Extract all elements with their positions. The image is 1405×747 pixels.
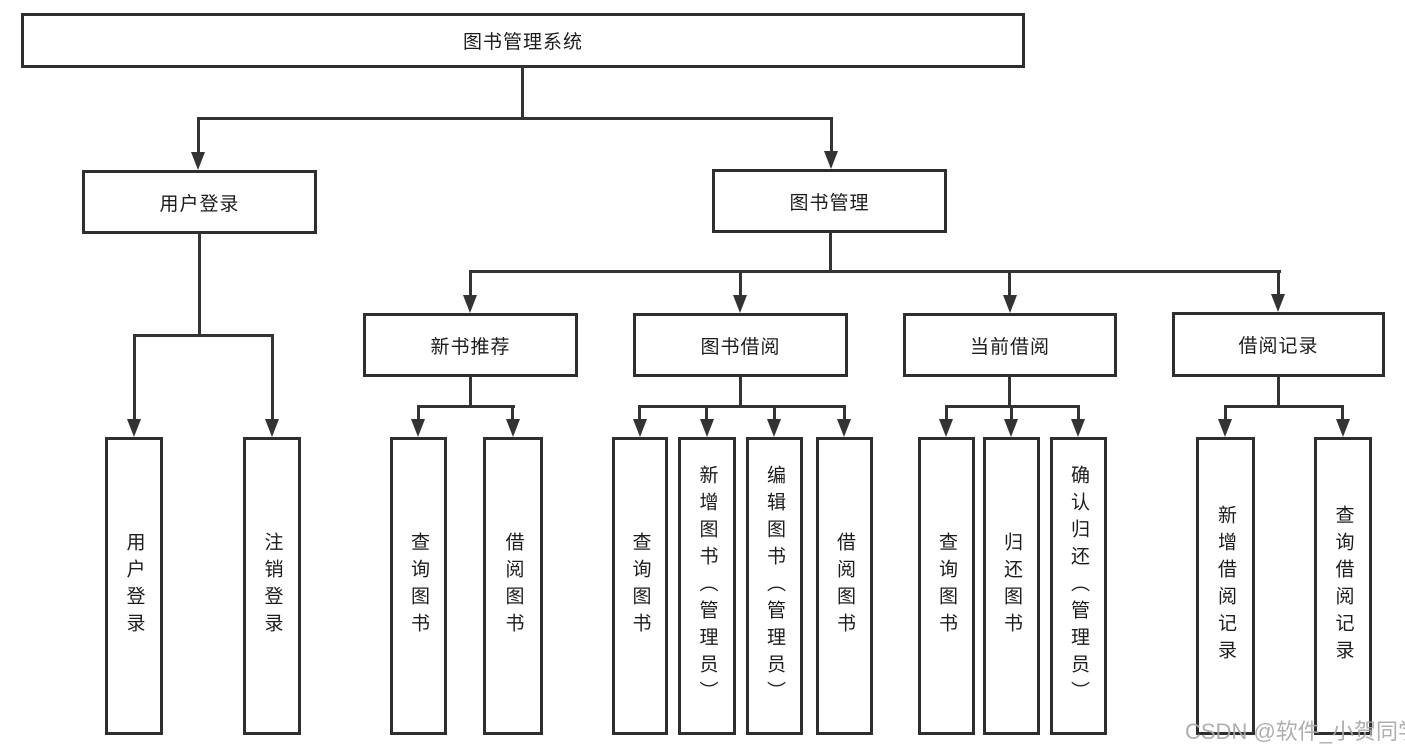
connector-line xyxy=(1008,270,1011,297)
arrow-down-icon xyxy=(191,152,205,170)
connector-line xyxy=(197,117,200,154)
connector-line xyxy=(739,376,742,408)
leaf-borrow-books-recommend-label: 借阅图书 xyxy=(502,532,524,640)
leaf-query-books-current-label: 查询图书 xyxy=(936,532,957,640)
connector-line xyxy=(1277,375,1280,408)
connector-line xyxy=(1008,375,1011,408)
connector-line xyxy=(638,405,846,408)
node-book-borrow: 图书借阅 xyxy=(633,313,848,377)
arrow-down-icon xyxy=(733,295,747,313)
arrow-down-icon xyxy=(1336,419,1350,437)
leaf-add-borrow-record-label: 新增借阅记录 xyxy=(1215,505,1236,667)
connector-line xyxy=(1277,270,1280,297)
connector-line xyxy=(1224,405,1227,421)
connector-line xyxy=(133,334,136,420)
leaf-logout-label: 注销登录 xyxy=(261,532,283,640)
leaf-query-books-current: 查询图书 xyxy=(918,437,975,735)
connector-line xyxy=(417,405,420,421)
arrow-down-icon xyxy=(837,419,851,437)
node-root-label: 图书管理系统 xyxy=(462,32,583,53)
connector-line xyxy=(830,117,833,154)
leaf-query-books-borrow-label: 查询图书 xyxy=(629,532,651,640)
arrow-down-icon xyxy=(411,419,425,437)
leaf-add-borrow-record: 新增借阅记录 xyxy=(1196,437,1255,735)
node-user-login-label: 用户登录 xyxy=(159,193,240,215)
connector-line xyxy=(1341,405,1344,421)
connector-line xyxy=(638,405,641,421)
leaf-confirm-return-admin-label: 确认归还（管理员） xyxy=(1068,464,1089,708)
arrow-down-icon xyxy=(633,419,647,437)
connector-line xyxy=(469,270,472,297)
arrow-down-icon xyxy=(265,419,279,437)
connector-line xyxy=(773,405,776,421)
node-book-management-label: 图书管理 xyxy=(789,192,870,214)
arrow-down-icon xyxy=(506,419,520,437)
arrow-down-icon xyxy=(939,419,953,437)
leaf-borrow-books: 借阅图书 xyxy=(816,437,873,735)
leaf-confirm-return-admin: 确认归还（管理员） xyxy=(1050,437,1107,735)
leaf-edit-books-admin-label: 编辑图书（管理员） xyxy=(764,464,785,708)
leaf-user-login-label: 用户登录 xyxy=(123,532,145,640)
arrow-down-icon xyxy=(1218,419,1232,437)
leaf-query-borrow-record-label: 查询借阅记录 xyxy=(1332,505,1354,667)
node-user-login: 用户登录 xyxy=(82,170,317,234)
arrow-down-icon xyxy=(127,419,141,437)
leaf-borrow-books-recommend: 借阅图书 xyxy=(483,437,543,735)
leaf-borrow-books-label: 借阅图书 xyxy=(834,532,855,640)
connector-line xyxy=(469,376,472,408)
leaf-query-books-recommend: 查询图书 xyxy=(390,437,447,735)
arrow-down-icon xyxy=(463,295,477,313)
csdn-watermark: CSDN @软件_小贺同学 xyxy=(1185,719,1405,744)
arrow-down-icon xyxy=(1003,295,1017,313)
connector-line xyxy=(1224,405,1343,408)
node-new-book-recommend-label: 新书推荐 xyxy=(430,336,511,358)
connector-line xyxy=(1077,405,1080,421)
leaf-logout: 注销登录 xyxy=(243,437,301,735)
leaf-return-books-label: 归还图书 xyxy=(1001,532,1022,640)
arrow-down-icon xyxy=(1271,294,1285,312)
leaf-return-books: 归还图书 xyxy=(983,437,1040,735)
node-new-book-recommend: 新书推荐 xyxy=(363,313,578,377)
connector-line xyxy=(521,66,524,119)
arrow-down-icon xyxy=(1071,419,1085,437)
connector-line xyxy=(829,232,832,273)
connector-line xyxy=(197,117,833,120)
connector-line xyxy=(133,334,274,337)
connector-line xyxy=(469,270,1281,273)
connector-line xyxy=(417,405,515,408)
leaf-add-books-admin-label: 新增图书（管理员） xyxy=(696,464,718,708)
arrow-down-icon xyxy=(1004,419,1018,437)
connector-line xyxy=(511,405,514,421)
node-book-borrow-label: 图书借阅 xyxy=(700,336,781,358)
connector-line xyxy=(945,405,948,421)
arrow-down-icon xyxy=(767,419,781,437)
connector-line xyxy=(843,405,846,421)
node-borrow-record: 借阅记录 xyxy=(1172,312,1385,377)
arrow-down-icon xyxy=(700,419,714,437)
leaf-query-borrow-record: 查询借阅记录 xyxy=(1314,437,1372,735)
connector-line xyxy=(739,270,742,297)
node-current-borrow: 当前借阅 xyxy=(903,313,1117,377)
node-borrow-record-label: 借阅记录 xyxy=(1238,336,1319,357)
leaf-add-books-admin: 新增图书（管理员） xyxy=(678,437,736,735)
connector-line xyxy=(198,233,201,337)
leaf-query-books-recommend-label: 查询图书 xyxy=(408,532,429,640)
leaf-query-books-borrow: 查询图书 xyxy=(612,437,668,735)
connector-line xyxy=(1010,405,1013,421)
node-current-borrow-label: 当前借阅 xyxy=(969,336,1050,358)
node-book-management: 图书管理 xyxy=(712,169,947,233)
connector-line xyxy=(271,334,274,420)
arrow-down-icon xyxy=(824,151,838,169)
leaf-user-login: 用户登录 xyxy=(105,437,163,735)
node-root: 图书管理系统 xyxy=(21,13,1025,68)
leaf-edit-books-admin: 编辑图书（管理员） xyxy=(746,437,803,735)
connector-line xyxy=(705,405,708,421)
